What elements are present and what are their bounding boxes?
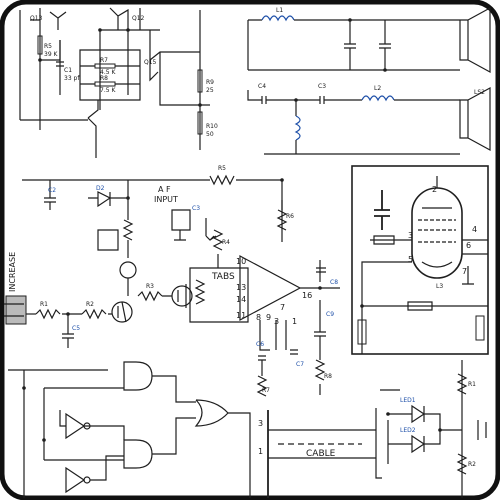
l2-label: L2 xyxy=(374,85,381,92)
r8-label: R8 xyxy=(100,75,108,82)
cable-pin3-label: 3 xyxy=(258,419,263,428)
r3-label: R3 xyxy=(146,283,154,290)
pin13-label: 13 xyxy=(236,283,246,292)
r1-label: R1 xyxy=(40,301,48,308)
q12-label: Q12 xyxy=(132,15,145,22)
pin3-tube-label: 3 xyxy=(408,231,413,240)
pin16-label: 16 xyxy=(302,291,312,300)
c8-label: C8 xyxy=(330,279,338,286)
r2b-label: R2 xyxy=(468,461,476,468)
increase-label: INCREASE xyxy=(8,252,17,292)
r7-label: R7 xyxy=(100,57,108,64)
crossover-network: L1 C4 C3 L2 LS2 xyxy=(247,6,491,155)
c3-label: C3 xyxy=(318,83,326,90)
r2-label: R2 xyxy=(86,301,94,308)
pin4-label: 4 xyxy=(472,225,477,234)
q13-label: Q13 xyxy=(30,15,43,22)
pin10-label: 10 xyxy=(236,257,246,266)
pin7-label: 7 xyxy=(280,303,285,312)
r5b-label: R5 xyxy=(218,165,226,172)
l1-label: L1 xyxy=(276,7,283,14)
r9-label: R9 xyxy=(206,79,214,86)
output-stage-circuit: Q13 Q12 Q15 R5 39 K C1 33 pf R7 4.5 K R8… xyxy=(19,7,218,158)
ls2-label: LS2 xyxy=(474,89,485,96)
pin3-label: 3 xyxy=(274,317,279,326)
tba-amplifier-circuit: C2 D2 R5 A F INPUT C3 R4 R3 R1 R2 C5 TAB… xyxy=(4,165,340,397)
r10-label: R10 xyxy=(206,123,218,130)
pin11-label: 11 xyxy=(236,311,246,320)
r1b-label: R1 xyxy=(468,381,476,388)
r4-label: R4 xyxy=(222,239,230,246)
pin1-label: 1 xyxy=(292,317,297,326)
cable-pin1-label: 1 xyxy=(258,447,263,456)
pin6-label: 6 xyxy=(466,241,471,250)
l3-label: L3 xyxy=(436,283,443,290)
c1-label: C1 xyxy=(64,67,72,74)
cable-led-circuit: 3 1 CABLE LED1 LED2 R1 R2 xyxy=(258,360,487,498)
d2-label: D2 xyxy=(96,185,105,192)
led2-label: LED2 xyxy=(400,427,416,434)
r5-label: R5 xyxy=(44,43,52,50)
r7-value: 4.5 K xyxy=(100,69,116,76)
tabs-label: TABS xyxy=(211,272,235,282)
pin8-label: 8 xyxy=(256,313,261,322)
c6-label: C6 xyxy=(256,341,264,348)
pin9-label: 9 xyxy=(266,313,271,322)
c3b-label: C3 xyxy=(192,205,200,212)
vacuum-tube-circuit: 2 3 4 5 6 7 L3 xyxy=(351,165,489,355)
r7b-label: R7 xyxy=(262,387,270,394)
logic-gate-circuit xyxy=(8,361,251,498)
pin7-tube-label: 7 xyxy=(462,267,467,276)
c9-label: C9 xyxy=(326,311,334,318)
pin14-label: 14 xyxy=(236,295,246,304)
cable-label: CABLE xyxy=(306,449,336,459)
pin5-label: 5 xyxy=(408,255,413,264)
r5-value: 39 K xyxy=(44,51,59,58)
r8-value: 7.5 K xyxy=(100,87,116,94)
r6-label: R6 xyxy=(286,213,294,220)
c7-label: C7 xyxy=(296,361,304,368)
c2-label: C2 xyxy=(48,187,56,194)
c1-value: 33 pf xyxy=(64,75,80,82)
pin2-label: 2 xyxy=(432,185,437,194)
c4-label: C4 xyxy=(258,83,266,90)
af-label-line1: A F xyxy=(158,185,171,194)
r9-value: 25 xyxy=(206,87,214,94)
r8b-label: R8 xyxy=(324,373,332,380)
led1-label: LED1 xyxy=(400,397,416,404)
q15-label: Q15 xyxy=(144,59,157,66)
c5-label: C5 xyxy=(72,325,80,332)
r10-value: 50 xyxy=(206,131,214,138)
af-label-line2: INPUT xyxy=(154,195,178,204)
